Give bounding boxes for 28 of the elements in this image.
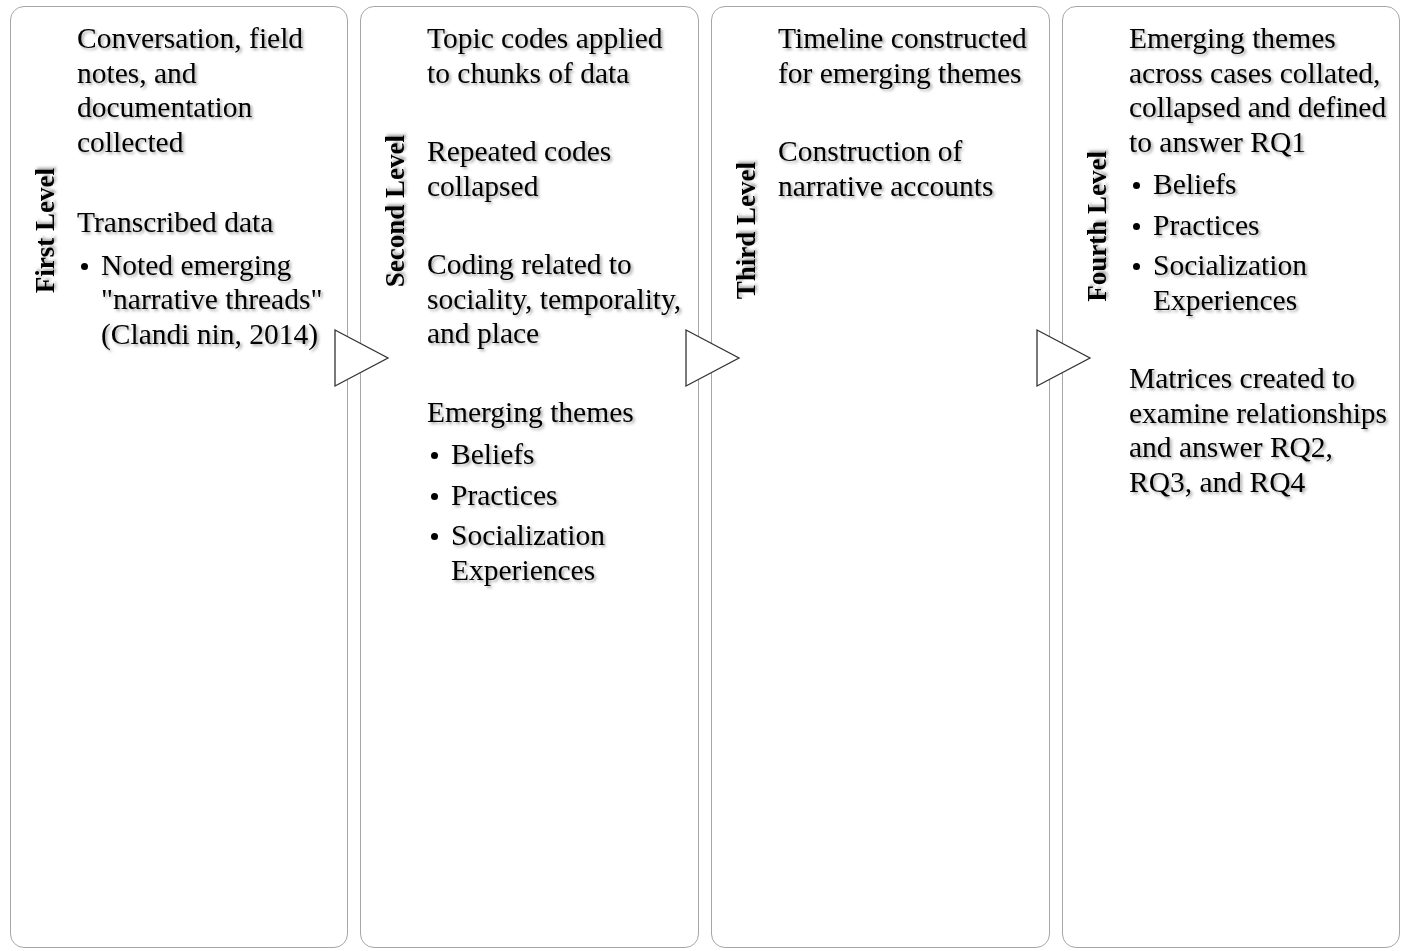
bullet-item: Practices	[1129, 207, 1389, 242]
bullet-item: Socialization Experiences	[1129, 248, 1389, 317]
bullet-item: Beliefs	[1129, 167, 1389, 202]
stage-heading: First Level	[29, 168, 61, 294]
stage-heading: Fourth Level	[1081, 150, 1113, 302]
stage-panel	[360, 6, 699, 948]
stage-panel	[711, 6, 1050, 948]
step-text: Topic codes applied to chunks of data	[427, 21, 664, 90]
step-text: Emerging themes across cases collated, collapsed and defined to answer RQ1	[1129, 21, 1388, 159]
step-text: Repeated codes collapsed	[427, 134, 613, 203]
step-text: Emerging themes	[427, 394, 635, 429]
bullet-item: Socialization Experiences	[427, 518, 688, 587]
step-text: Construction of narrative accounts	[778, 134, 995, 203]
stage-panel	[1062, 6, 1400, 948]
stage-heading: Second Level	[379, 134, 411, 288]
step-text: Matrices created to examine relationships and answer RQ2, RQ3, and RQ4	[1129, 361, 1389, 499]
chevron-arrow	[334, 328, 390, 388]
bullet-item: Practices	[427, 477, 688, 512]
chevron-arrow	[1036, 328, 1092, 388]
step-text: Conversation, field notes, and documentation collected	[77, 21, 305, 159]
stage-panel	[10, 6, 348, 948]
bullet-item: Noted emerging "narrative threads" (Clandi nin, 2014)	[77, 247, 337, 351]
step-text: Transcribed data	[77, 205, 275, 240]
chevron-arrow	[685, 328, 741, 388]
bullet-item: Beliefs	[427, 437, 688, 472]
step-text: Coding related to sociality, temporality, and place	[427, 247, 683, 351]
stage-heading: Third Level	[730, 162, 762, 300]
step-text: Timeline constructed for emerging themes	[778, 21, 1028, 90]
